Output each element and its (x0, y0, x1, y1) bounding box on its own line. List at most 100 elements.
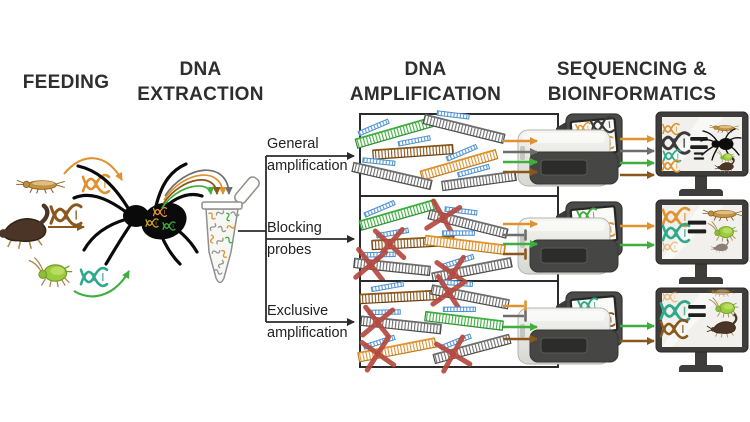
dna-strand-brown (372, 135, 454, 160)
sequencer-machine-2 (517, 201, 623, 275)
branch-label-line: Blocking (267, 220, 322, 236)
aphid-icon (708, 297, 739, 318)
dna-strand-gray (422, 110, 506, 145)
dna-fragment (215, 210, 225, 216)
dna-fragment (211, 249, 221, 255)
dna-strand-gray-blocked (424, 198, 509, 239)
dna-fragment (226, 225, 236, 229)
results-monitor-1 (655, 111, 749, 196)
spider-predator (72, 162, 204, 266)
equals-sign (693, 152, 705, 160)
dna-strand-gray-blocked (430, 274, 510, 312)
blocked-cross-icon (360, 304, 396, 341)
branch-label-line: probes (267, 242, 312, 258)
springtail-icon (714, 157, 735, 173)
dna-strand-orange (419, 143, 499, 181)
primer-probe (362, 157, 396, 167)
dna-fragment (208, 212, 216, 220)
primer-probe (442, 306, 476, 313)
spider-icon (700, 128, 742, 161)
blocked-cross-icon (359, 334, 397, 373)
dna-helix-icon-orange (662, 291, 678, 303)
springtail-icon (710, 239, 729, 254)
dna-fragment (216, 237, 224, 245)
dna-helix-icon-orange (662, 122, 680, 136)
equals-sign (690, 136, 708, 150)
dna-helix-icon-teal (79, 266, 109, 288)
blocked-cross-icon (424, 198, 463, 238)
aphid-icon (707, 221, 738, 242)
dna-helix-icon-teal (662, 149, 682, 163)
equals-sign (687, 220, 707, 234)
primer-probe (456, 163, 491, 178)
dna-strand-green (354, 117, 434, 149)
microcentrifuge-tube (201, 176, 260, 284)
dna-helix-icon-brown (49, 203, 83, 227)
dna-strand-gray (441, 163, 517, 192)
lacewing-icon (707, 289, 735, 297)
blocked-cross-icon (434, 334, 473, 374)
header-dna-extraction: DNA EXTRACTION (137, 59, 264, 105)
branch-label-line: General (267, 136, 319, 152)
lacewing-icon (16, 179, 65, 194)
prey-to-spider-arrow (63, 157, 123, 181)
header-dna-amplification: DNA AMPLIFICATION (349, 59, 502, 105)
dna-strand-gray-blocked (353, 246, 431, 283)
primer-probe (445, 143, 478, 162)
primer-probe (363, 199, 396, 218)
blocked-cross-icon (430, 274, 468, 312)
branch-label-exclusive-amplification: Exclusive amplification (267, 300, 348, 344)
workflow-branches (238, 152, 355, 326)
dna-helix-icon-orange (81, 173, 111, 195)
feeding-section (0, 157, 204, 298)
primer-probe (370, 281, 405, 293)
dna-fragment (217, 225, 227, 233)
dna-strand-gray (351, 157, 433, 191)
springtail-icon (706, 313, 738, 338)
dna-fragment (209, 234, 215, 244)
aphid-icon (28, 257, 73, 288)
prey-to-spider-arrow (73, 270, 130, 298)
dna-strand-gray-blocked (432, 333, 512, 374)
dna-strand-green (424, 306, 504, 331)
sequencing-flow-arrows (503, 135, 655, 345)
dna-fragment (213, 269, 223, 275)
dna-helix-icon-black (657, 131, 691, 155)
primer-probe (441, 230, 475, 236)
branch-label-line: Exclusive (267, 303, 329, 319)
dna-helix-icon-brown (659, 318, 689, 340)
branch-label-line: amplification (267, 325, 348, 341)
branch-label-line: amplification (267, 158, 348, 174)
dna-fragment (225, 212, 231, 222)
equals-sign (688, 304, 706, 318)
springtail-icon (0, 203, 50, 249)
results-monitor-2 (655, 199, 749, 284)
dna-helix-icon-orange (152, 206, 168, 218)
results-monitor-3 (655, 287, 749, 372)
dna-fragment (217, 259, 225, 269)
spider-to-tube-arrow (164, 169, 233, 197)
spider-to-tube-arrow (161, 185, 214, 209)
dna-helix-icon-green (162, 221, 176, 231)
dna-fragment (221, 250, 227, 258)
dna-fragment (224, 236, 234, 244)
lacewing-icon (709, 124, 739, 134)
dna-strand-gray-blocked (360, 304, 442, 341)
panel-exclusive-amplification (357, 274, 559, 374)
sequencer-machine-3 (517, 291, 623, 365)
spider-to-tube-arrow (162, 179, 221, 205)
dna-helix-icon-black (589, 115, 615, 134)
spider-to-tube-arrow (163, 174, 227, 201)
dna-strand-orange-blocked (357, 334, 437, 373)
dna-strand-orange (424, 230, 506, 256)
primer-probe (357, 118, 390, 137)
primer-probe (397, 135, 431, 147)
tube-cap-open (234, 176, 260, 205)
lacewing-icon (702, 209, 744, 222)
branch-label-blocking-probes: Blocking probes (267, 217, 322, 261)
dna-helix-icon-gold (145, 218, 159, 228)
branch-label-general-amplification: General amplification (267, 133, 348, 177)
dna-strand-green (358, 199, 438, 231)
